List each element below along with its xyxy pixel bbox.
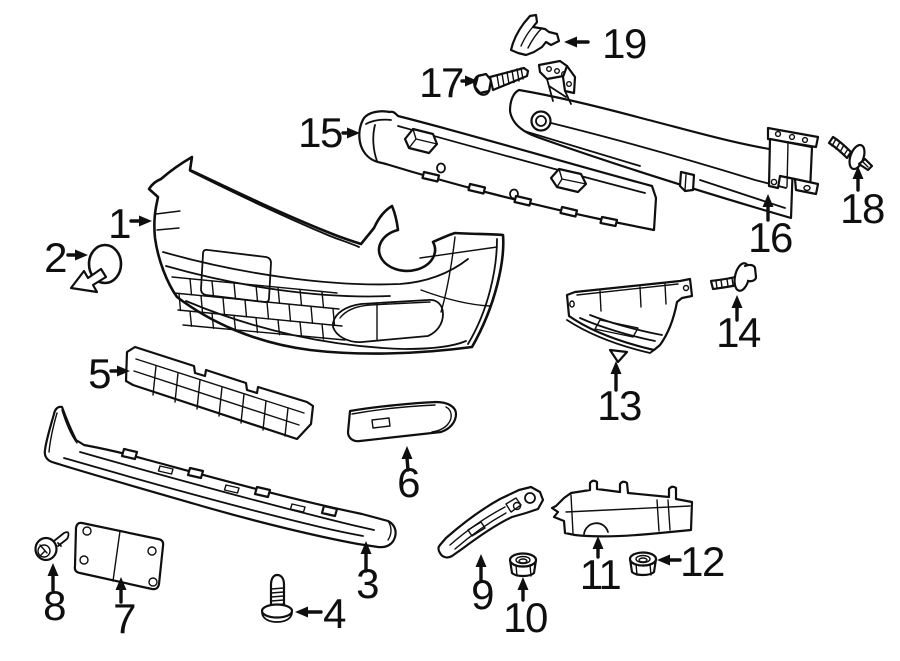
callout-1: 1 — [108, 200, 152, 247]
callout-18: 18 — [840, 166, 885, 232]
part-5-grille-drawing — [124, 345, 315, 441]
callout-14-label: 14 — [716, 309, 761, 356]
part-7-license-bracket-drawing — [73, 521, 165, 591]
callout-12: 12 — [657, 538, 725, 585]
callout-2: 2 — [44, 234, 88, 281]
part-6-molding-drawing — [346, 400, 458, 443]
callout-11-label: 11 — [580, 551, 621, 598]
callout-5-label: 5 — [88, 350, 110, 397]
callout-5: 5 — [88, 350, 130, 397]
callout-13: 13 — [597, 361, 642, 429]
part-4-bolt-drawing — [260, 573, 294, 623]
callout-14: 14 — [716, 295, 762, 356]
part-3-valance-drawing — [43, 405, 397, 549]
callout-1-label: 1 — [108, 200, 130, 247]
callout-8-label: 8 — [43, 582, 65, 629]
callout-10-label: 10 — [503, 594, 547, 641]
callout-15-label: 15 — [298, 109, 342, 156]
callout-3: 3 — [356, 541, 380, 607]
part-8-screw-drawing — [34, 531, 70, 562]
part-11-side-bracket-drawing — [550, 479, 694, 538]
callout-15: 15 — [298, 109, 360, 156]
callout-16: 16 — [748, 194, 793, 261]
callout-7: 7 — [113, 577, 137, 642]
callout-17-label: 17 — [419, 59, 463, 106]
part-14-bolt-drawing — [709, 262, 758, 292]
part-12-nut-drawing — [628, 551, 658, 577]
callout-8: 8 — [43, 563, 67, 629]
callout-9: 9 — [471, 554, 495, 618]
callout-4-label: 4 — [323, 590, 346, 637]
callout-17: 17 — [419, 59, 478, 106]
part-2-plug-drawing — [69, 243, 123, 294]
part-9-bracket-drawing — [437, 485, 545, 559]
callout-16-label: 16 — [748, 214, 792, 261]
callout-10: 10 — [503, 577, 548, 641]
part-19-bracket-drawing — [509, 13, 561, 57]
part-13-support-bracket-drawing — [565, 277, 694, 364]
callout-2-label: 2 — [44, 234, 66, 281]
part-17-bolt-drawing — [473, 66, 530, 96]
callout-12-label: 12 — [680, 538, 724, 585]
callout-11: 11 — [580, 536, 622, 598]
callout-7-label: 7 — [113, 595, 135, 642]
callout-19: 19 — [564, 20, 647, 67]
callout-19-label: 19 — [602, 20, 646, 67]
callout-18-label: 18 — [840, 185, 884, 232]
part-1-bumper-cover-drawing — [147, 155, 505, 355]
callout-3-label: 3 — [356, 560, 378, 607]
callout-6-label: 6 — [397, 459, 419, 506]
part-10-nut-drawing — [508, 552, 538, 578]
callout-4: 4 — [295, 590, 348, 637]
callout-9-label: 9 — [471, 571, 493, 618]
part-15-impact-absorber-drawing — [358, 110, 658, 232]
direction-open-arrow-icon — [69, 267, 108, 294]
callout-13-label: 13 — [597, 382, 641, 429]
part-18-bolt-drawing — [827, 135, 874, 172]
part-16-impact-bar-drawing — [508, 59, 820, 220]
callout-6: 6 — [397, 446, 421, 506]
